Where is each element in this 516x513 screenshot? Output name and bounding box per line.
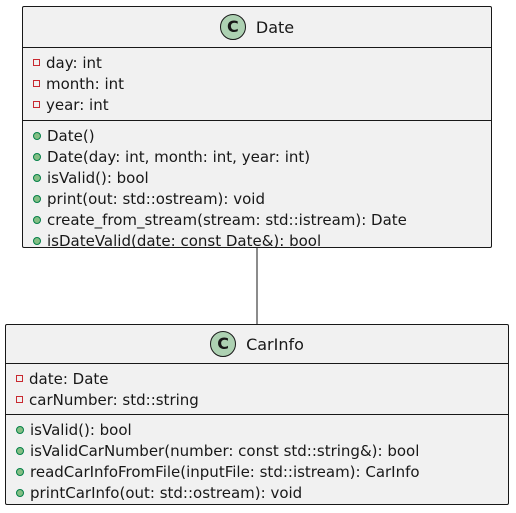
public-visibility-icon [33, 152, 41, 161]
method: isDateValid(date: const Date&): bool [33, 230, 491, 251]
class-carinfo-attributes: date: Date carNumber: std::string [6, 364, 508, 415]
public-visibility-icon [16, 446, 24, 455]
private-visibility-icon [16, 375, 23, 382]
attribute: date: Date [16, 368, 508, 389]
method: Date(day: int, month: int, year: int) [33, 146, 491, 167]
class-stereotype-icon: C [210, 331, 237, 357]
public-visibility-icon [33, 131, 41, 140]
class-date-attributes: day: int month: int year: int [23, 48, 491, 121]
public-visibility-icon [16, 488, 24, 497]
attribute: day: int [33, 52, 491, 73]
private-visibility-icon [33, 59, 40, 66]
method-text: isDateValid(date: const Date&): bool [47, 231, 322, 250]
method-text: Date(day: int, month: int, year: int) [47, 147, 311, 166]
method: isValid(): bool [16, 419, 508, 440]
public-visibility-icon [33, 173, 41, 182]
method-text: isValidCarNumber(number: const std::stri… [30, 441, 420, 460]
class-carinfo-header: C CarInfo [6, 325, 508, 364]
private-visibility-icon [16, 396, 23, 403]
public-visibility-icon [33, 194, 41, 203]
method: isValid(): bool [33, 167, 491, 188]
method-text: readCarInfoFromFile(inputFile: std::istr… [30, 462, 420, 481]
class-carinfo-methods: isValid(): bool isValidCarNumber(number:… [6, 415, 508, 506]
private-visibility-icon [33, 101, 40, 108]
public-visibility-icon [33, 236, 41, 245]
method: readCarInfoFromFile(inputFile: std::istr… [16, 461, 508, 482]
method-text: Date() [47, 126, 95, 145]
method-text: isValid(): bool [30, 420, 132, 439]
method: printCarInfo(out: std::ostream): void [16, 482, 508, 503]
method-text: print(out: std::ostream): void [47, 189, 265, 208]
private-visibility-icon [33, 80, 40, 87]
class-stereotype-icon: C [219, 14, 246, 40]
public-visibility-icon [16, 425, 24, 434]
method: Date() [33, 125, 491, 146]
method: create_from_stream(stream: std::istream)… [33, 209, 491, 230]
attribute: year: int [33, 94, 491, 115]
attribute-text: day: int [46, 53, 102, 72]
method-text: create_from_stream(stream: std::istream)… [47, 210, 407, 229]
method: print(out: std::ostream): void [33, 188, 491, 209]
attribute: month: int [33, 73, 491, 94]
public-visibility-icon [16, 467, 24, 476]
class-date-header: C Date [23, 7, 491, 48]
attribute-text: carNumber: std::string [29, 390, 199, 409]
class-name: Date [255, 17, 295, 37]
class-date[interactable]: C Date day: int month: int year: int Dat… [22, 6, 492, 250]
attribute-text: year: int [46, 95, 109, 114]
method-text: printCarInfo(out: std::ostream): void [30, 483, 303, 502]
class-carinfo[interactable]: C CarInfo date: Date carNumber: std::str… [5, 324, 509, 505]
class-date-methods: Date() Date(day: int, month: int, year: … [23, 121, 491, 254]
method-text: isValid(): bool [47, 168, 149, 187]
class-name: CarInfo [246, 334, 304, 354]
attribute-text: month: int [46, 74, 125, 93]
attribute: carNumber: std::string [16, 389, 508, 410]
method: isValidCarNumber(number: const std::stri… [16, 440, 508, 461]
attribute-text: date: Date [29, 369, 109, 388]
public-visibility-icon [33, 215, 41, 224]
